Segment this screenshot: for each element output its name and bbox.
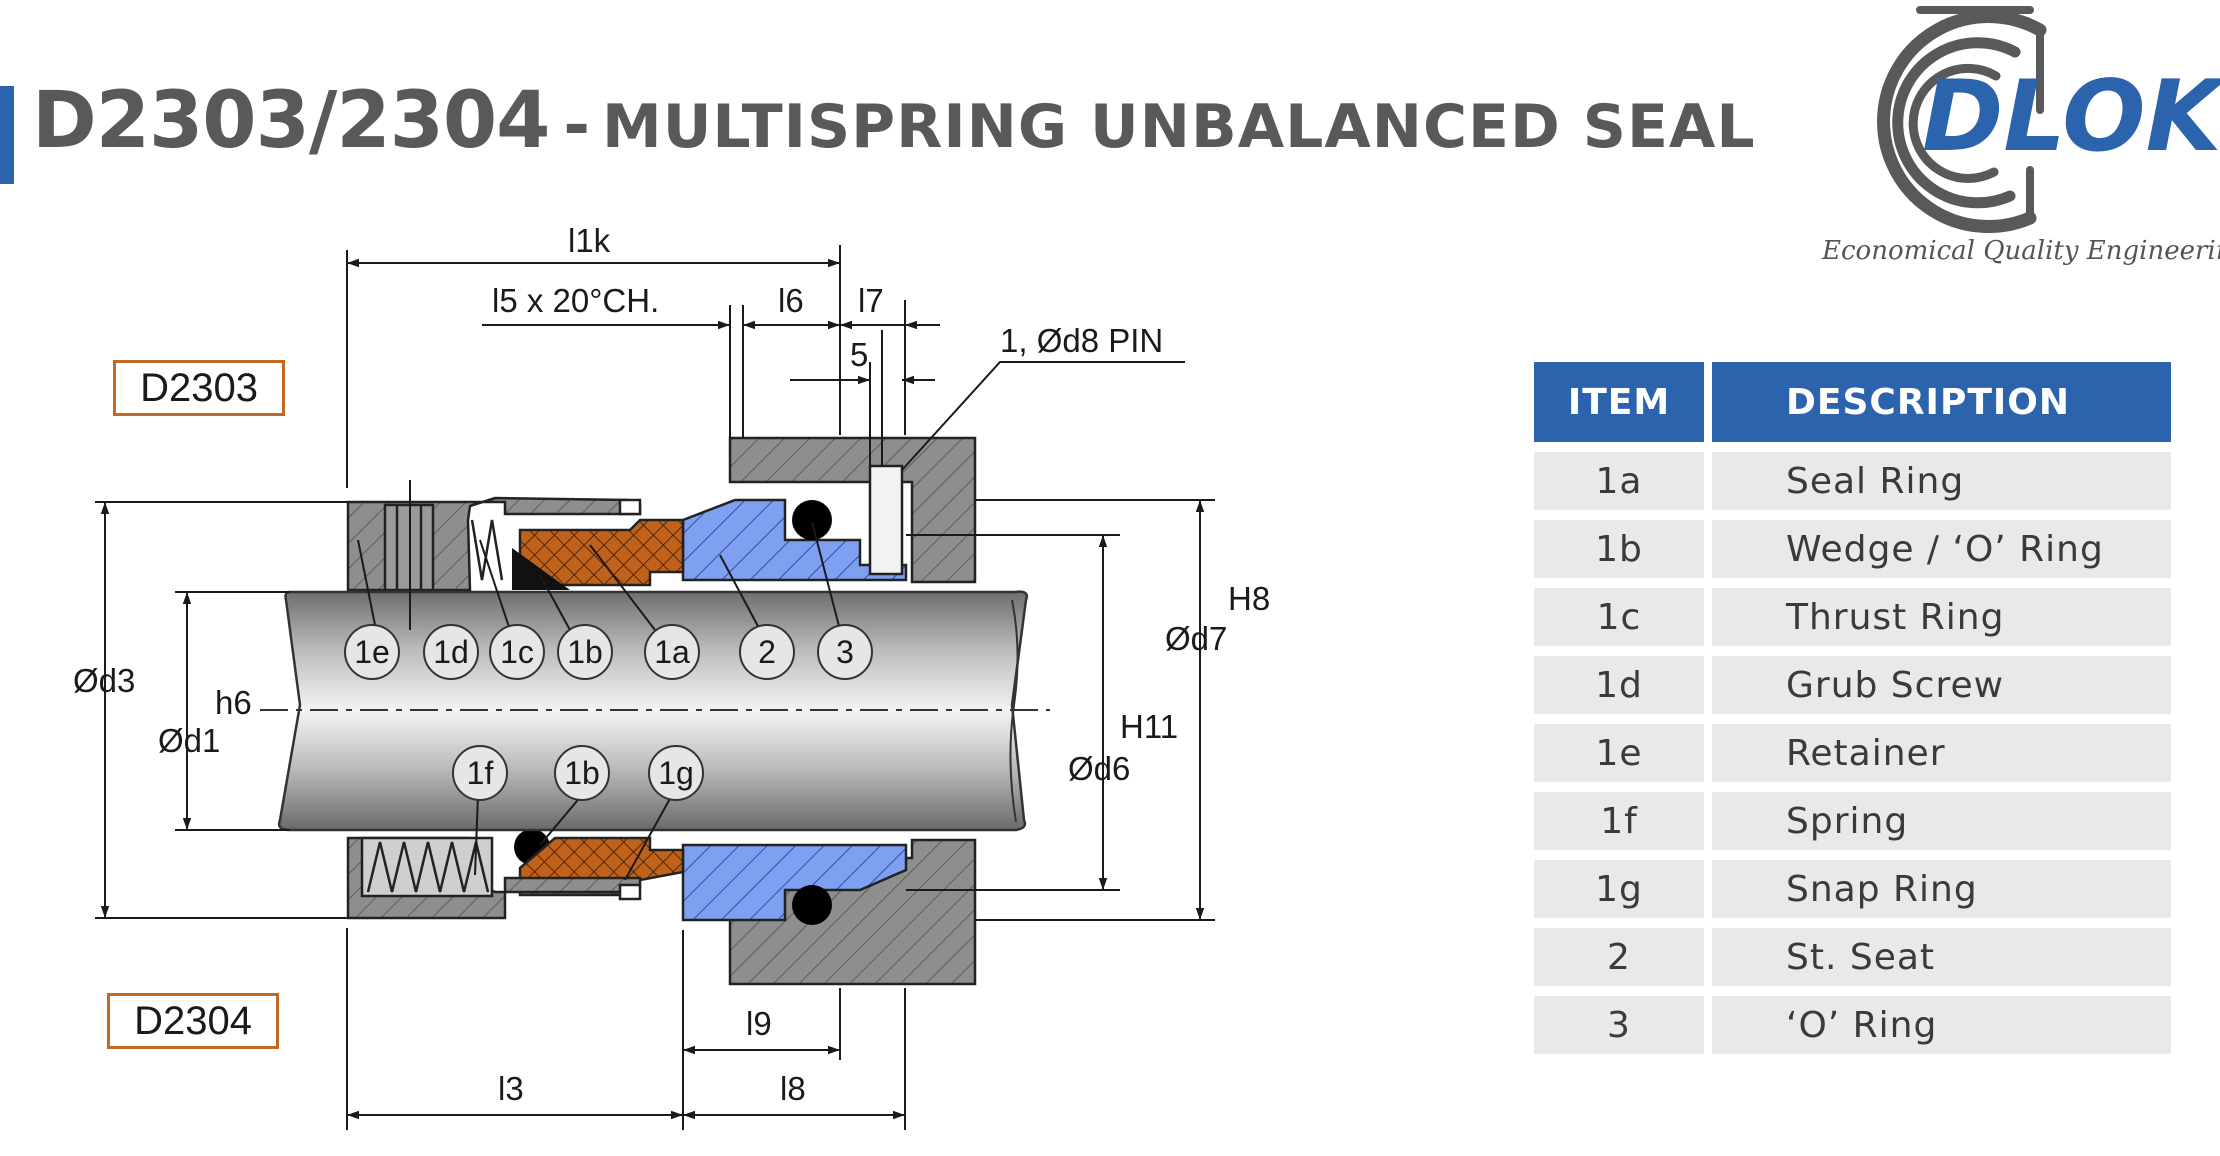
title-code: D2303/2304 (32, 76, 550, 166)
callout-bubbles: 1e 1d 1c 1b 1a 2 3 1f 1b 1g (344, 624, 873, 801)
wedge (512, 548, 570, 590)
seat-o-ring-bottom (792, 885, 832, 925)
row-item: 1a (1534, 452, 1704, 510)
row-description: Wedge / ‘O’ Ring (1712, 520, 2171, 578)
row-item: 1e (1534, 724, 1704, 782)
callout-1f: 1f (452, 745, 508, 801)
logo-ring-icon (1877, 6, 2047, 234)
dim-h11: H11 (1120, 708, 1178, 745)
svg-text:1e: 1e (354, 634, 390, 670)
dim-l5-chamfer: l5 x 20°CH. (492, 282, 659, 319)
seat-o-ring-top (792, 500, 832, 540)
title-separator: - (563, 89, 590, 163)
dim-l6: l6 (778, 282, 804, 319)
dimension-lines (95, 245, 1215, 1130)
svg-text:1c: 1c (500, 634, 534, 670)
row-item: 2 (1534, 928, 1704, 986)
logo-brand: DLOK (1922, 60, 2220, 174)
callout-3: 3 (817, 624, 873, 680)
row-description: Retainer (1712, 724, 2171, 782)
row-description: Spring (1712, 792, 2171, 850)
row-item: 1g (1534, 860, 1704, 918)
logo-tagline: Economical Quality Engineering (1822, 236, 2220, 266)
row-item: 1b (1534, 520, 1704, 578)
dim-d6: Ød6 (1068, 750, 1130, 787)
callout-1b-lower: 1b (554, 745, 610, 801)
anti-rotation-pin (868, 464, 904, 576)
row-item: 1c (1534, 588, 1704, 646)
dim-l1k: l1k (568, 222, 611, 259)
shaft-break-line (1009, 599, 1019, 823)
stationary-seat (681, 498, 908, 922)
dim-l3: l3 (498, 1070, 524, 1107)
dim-h8: H8 (1228, 580, 1270, 617)
spring-top (470, 519, 504, 581)
svg-text:1g: 1g (658, 755, 694, 791)
svg-text:3: 3 (836, 634, 854, 670)
svg-text:1a: 1a (654, 634, 690, 670)
dim-l9: l9 (746, 1005, 772, 1042)
row-description: ‘O’ Ring (1712, 996, 2171, 1054)
callout-1a: 1a (644, 624, 700, 680)
title-name: MULTISPRING UNBALANCED SEAL (601, 92, 1756, 162)
spring-bottom (360, 836, 494, 898)
callout-1c: 1c (489, 624, 545, 680)
dim-l8: l8 (780, 1070, 806, 1107)
table-row: 3‘O’ Ring (1534, 996, 2171, 1054)
callout-1e: 1e (344, 624, 400, 680)
row-item: 1d (1534, 656, 1704, 714)
dim-pin: 1, Ød8 PIN (1000, 322, 1163, 359)
callout-1g: 1g (648, 745, 704, 801)
dlok-logo: DLOK (1877, 6, 2220, 234)
callout-1d: 1d (423, 624, 479, 680)
page-title: D2303/2304-MULTISPRING UNBALANCED SEAL (32, 82, 1756, 160)
dim-l7: l7 (858, 282, 884, 319)
svg-text:2: 2 (758, 634, 776, 670)
dim-d7: Ød7 (1165, 620, 1227, 657)
dim-d3: Ød3 (73, 662, 135, 699)
dim-h6: h6 (215, 684, 252, 721)
callout-2: 2 (739, 624, 795, 680)
row-description: St. Seat (1712, 928, 2171, 986)
row-description: Snap Ring (1712, 860, 2171, 918)
svg-text:1f: 1f (467, 755, 494, 791)
dim-d1: Ød1 (158, 722, 220, 759)
header-description: DESCRIPTION (1712, 362, 2171, 442)
variant-label-d2303: D2303 (113, 360, 285, 416)
row-item: 1f (1534, 792, 1704, 850)
callout-1b: 1b (557, 624, 613, 680)
row-description: Grub Screw (1712, 656, 2171, 714)
table-header-row: ITEM DESCRIPTION (1534, 362, 2171, 442)
header-accent-bar (0, 86, 14, 184)
row-description: Thrust Ring (1712, 588, 2171, 646)
header-item: ITEM (1534, 362, 1704, 442)
svg-text:1b: 1b (564, 755, 600, 791)
svg-text:1b: 1b (567, 634, 603, 670)
dim-5: 5 (850, 336, 868, 373)
svg-text:1d: 1d (433, 634, 469, 670)
row-description: Seal Ring (1712, 452, 2171, 510)
variant-label-d2304: D2304 (107, 993, 279, 1049)
row-item: 3 (1534, 996, 1704, 1054)
